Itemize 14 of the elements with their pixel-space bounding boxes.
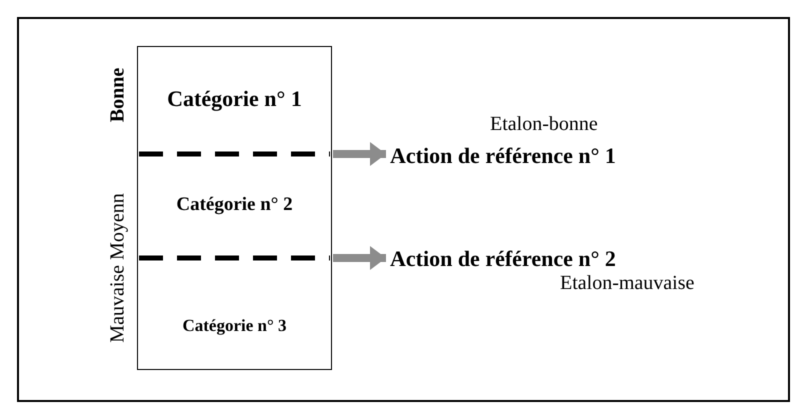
reference-label: Etalon-bonne	[490, 113, 598, 136]
dashed-line	[139, 150, 330, 158]
side-label: Mauvaise Moyenn	[106, 193, 130, 343]
category-box	[137, 46, 332, 370]
category-label: Catégorie n° 3	[147, 312, 322, 340]
arrow	[333, 246, 386, 270]
category-label: Catégorie n° 1	[147, 82, 322, 116]
category-label: Catégorie n° 2	[147, 190, 322, 220]
dashed-line	[139, 254, 330, 262]
reference-label: Etalon-mauvaise	[560, 272, 694, 295]
action-label: Action de référence n° 1	[390, 141, 616, 171]
action-label: Action de référence n° 2	[390, 244, 616, 274]
arrow	[333, 142, 386, 166]
side-label: Bonne	[106, 68, 130, 122]
